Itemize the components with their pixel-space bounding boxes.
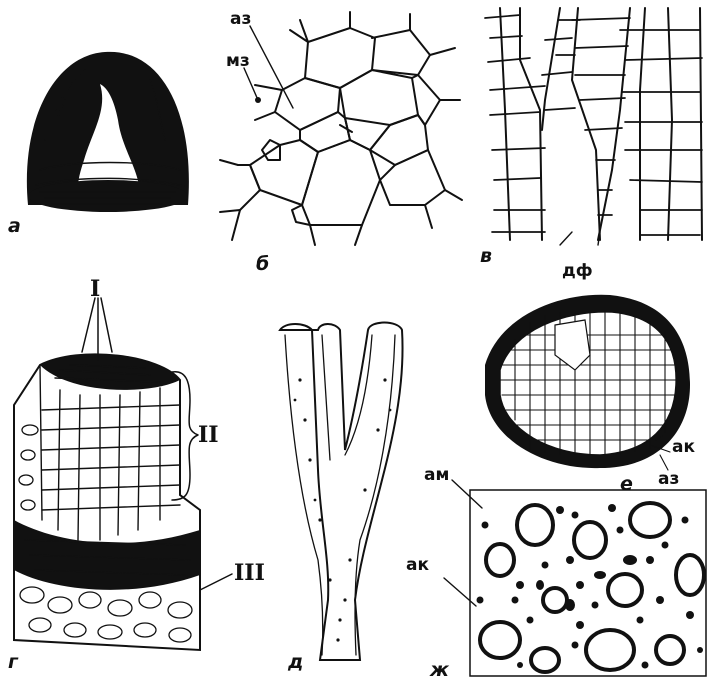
panel-d-drawing [280,323,403,661]
label-roman-1: I [90,276,100,302]
label-roman-3: III [234,560,265,586]
label-ak-e: ак [672,437,695,457]
panel-label-b: б [256,253,269,275]
panel-label-a: а [8,215,21,237]
label-az-e: аз [658,469,679,489]
panel-label-d: д [287,651,303,673]
panel-zh-drawing [470,490,706,676]
label-az-b: аз [230,9,251,29]
panel-v-drawing [485,8,702,245]
panel-b-drawing [220,12,462,245]
panel-label-v: в [480,245,492,267]
panel-e-drawing [485,295,690,470]
label-roman-2: II [198,422,219,448]
label-df: дф [562,261,593,281]
label-am: ам [424,465,449,485]
label-mz: мз [226,51,250,71]
panel-a-drawing [27,52,189,212]
panel-label-g: г [8,651,19,673]
panel-g-drawing [14,298,232,650]
panel-label-zh: ж [429,659,450,679]
label-ak-zh: ак [406,555,429,575]
panel-b-leaders [244,26,293,108]
mz-marker [255,97,261,103]
